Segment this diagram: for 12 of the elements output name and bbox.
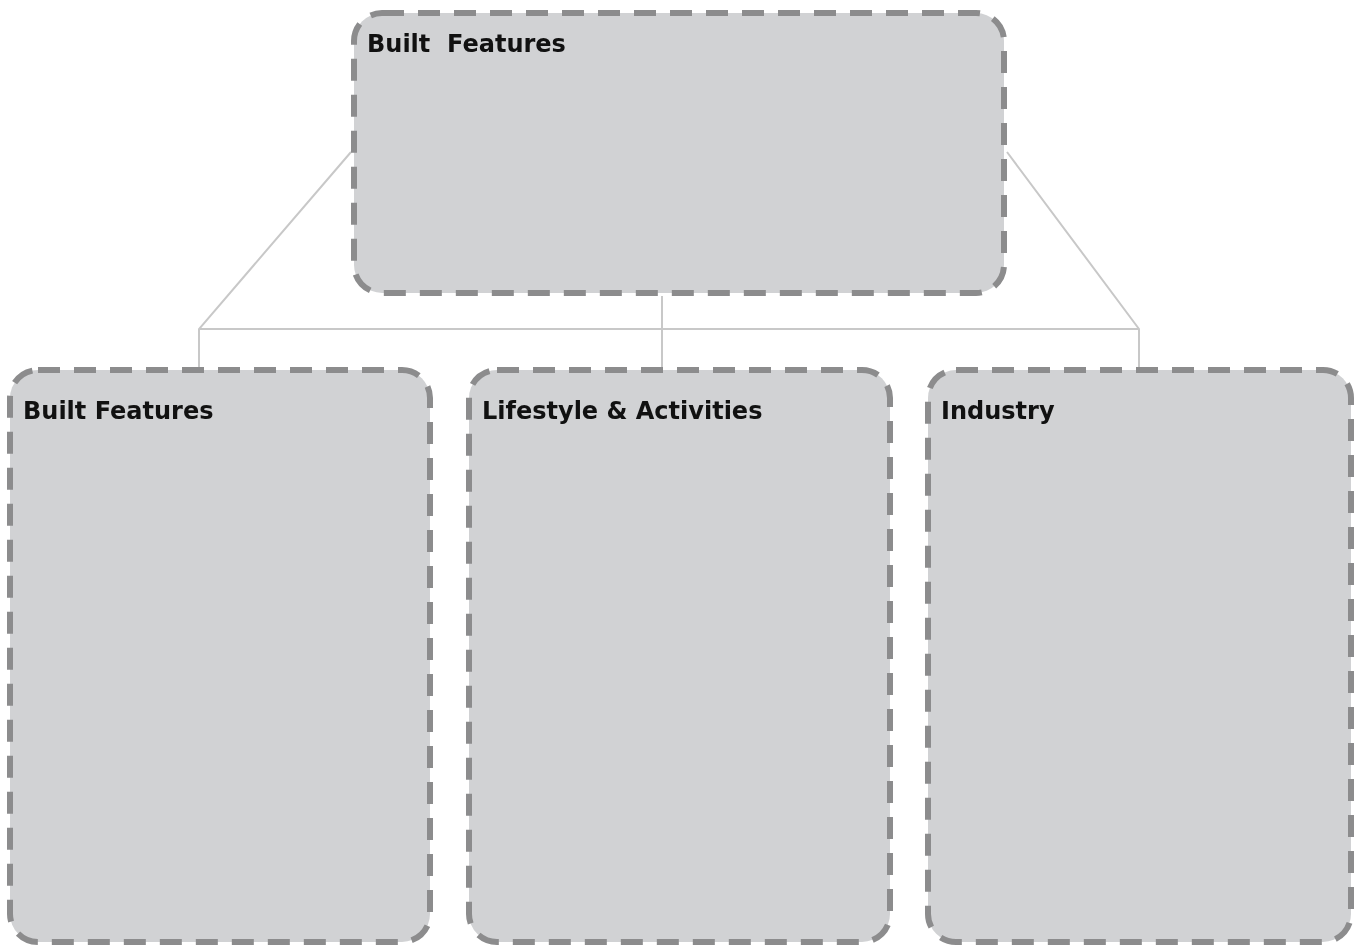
- box-heading: Built Features: [23, 397, 214, 425]
- dashed-rounded-box: [7, 367, 433, 945]
- box-heading: Lifestyle & Activities: [482, 397, 763, 425]
- dashed-rounded-box: [925, 367, 1354, 945]
- connector-line: [661, 295, 663, 368]
- connector-line: [198, 151, 352, 368]
- dashed-rounded-box: [466, 367, 893, 945]
- box-heading: Industry: [941, 397, 1055, 425]
- box-heading: Built Features: [367, 30, 566, 58]
- dashed-rounded-box: [351, 10, 1007, 296]
- connector-line: [1006, 151, 1140, 368]
- connector-line: [198, 328, 1140, 330]
